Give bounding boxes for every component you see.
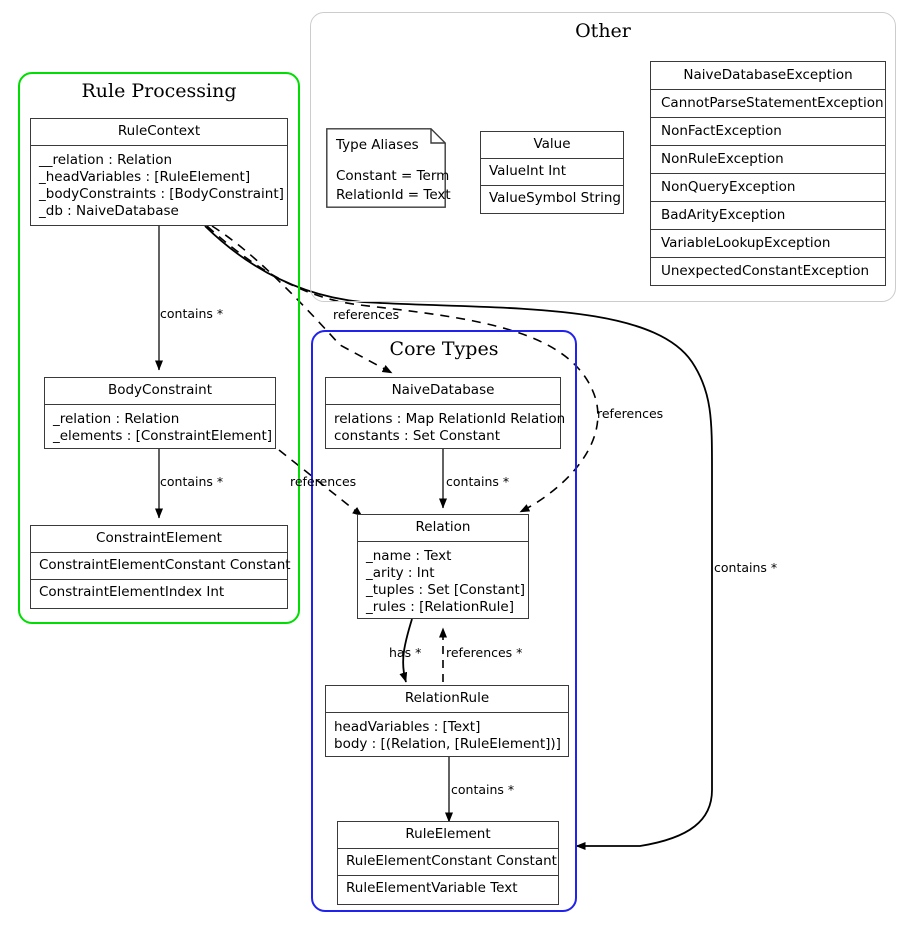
edge-label-relationrule-references-relation: references * <box>446 645 523 660</box>
class-bodyconstraint-attributes: _relation : Relation _elements : [Constr… <box>53 411 272 444</box>
package-core-types <box>311 330 577 912</box>
exception-list[interactable]: NaiveDatabaseException CannotParseStatem… <box>650 61 886 286</box>
class-ruleelement-variant-0: RuleElementConstant Constant <box>346 853 557 869</box>
class-value[interactable]: Value ValueInt Int ValueSymbol String <box>480 131 624 214</box>
class-relationrule[interactable]: RelationRule headVariables : [Text] body… <box>325 685 569 757</box>
class-bodyconstraint-name: BodyConstraint <box>45 378 275 405</box>
exception-item: VariableLookupException <box>651 230 885 258</box>
class-constraintelement[interactable]: ConstraintElement ConstraintElementConst… <box>30 525 291 609</box>
note-shape <box>326 128 446 208</box>
class-relation-name: Relation <box>358 515 528 542</box>
package-rule-processing <box>18 72 300 624</box>
exception-item: CannotParseStatementException <box>651 90 885 118</box>
package-core-types-title: Core Types <box>389 338 499 360</box>
class-ruleelement[interactable]: RuleElement RuleElementConstant Constant… <box>337 821 559 905</box>
class-naivedatabase[interactable]: NaiveDatabase relations : Map RelationId… <box>325 377 566 449</box>
package-other-title: Other <box>575 20 631 42</box>
class-constraintelement-name: ConstraintElement <box>31 526 287 553</box>
exception-item: NonFactException <box>651 118 885 146</box>
exception-item: NonRuleException <box>651 146 885 174</box>
class-ruleelement-name: RuleElement <box>338 822 558 849</box>
exception-item: NonQueryException <box>651 174 885 202</box>
exception-item: UnexpectedConstantException <box>661 263 870 279</box>
edge-label-rulecontext-contains-bodyconstraint: contains * <box>160 306 224 321</box>
edge-label-rulecontext-contains-ruleelement: contains * <box>714 560 778 575</box>
exception-item: BadArityException <box>651 202 885 230</box>
edge-label-relationrule-contains-ruleelement: contains * <box>451 782 515 797</box>
class-rulecontext[interactable]: RuleContext __relation : Relation _headV… <box>30 118 288 226</box>
package-other <box>310 12 896 302</box>
note-type-aliases-body: Type Aliases Constant = Term RelationId … <box>336 137 451 203</box>
class-naivedatabase-name: NaiveDatabase <box>326 378 560 405</box>
class-naivedatabase-attributes: relations : Map RelationId Relation cons… <box>334 411 566 444</box>
class-bodyconstraint[interactable]: BodyConstraint _relation : Relation _ele… <box>44 377 276 449</box>
class-relationrule-attributes: headVariables : [Text] body : [(Relation… <box>334 719 561 752</box>
class-relation-attributes: _name : Text _arity : Int _tuples : Set … <box>366 548 526 615</box>
class-value-variant-0: ValueInt Int <box>489 163 567 179</box>
edge-label-bodyconstraint-references-relation: references <box>290 474 357 489</box>
class-value-variant-1: ValueSymbol String <box>481 185 623 212</box>
note-title: Type Aliases <box>336 137 419 153</box>
class-rulecontext-attributes: __relation : Relation _headVariables : [… <box>39 152 284 219</box>
class-rulecontext-name: RuleContext <box>31 119 287 146</box>
edge-label-rulecontext-references-relation: references <box>597 406 664 421</box>
class-constraintelement-variant-1: ConstraintElementIndex Int <box>31 579 287 606</box>
edge-bodyconstraint-references-relation <box>278 449 363 517</box>
edge-relation-has-relationrule <box>399 618 413 683</box>
edge-label-rulecontext-references-naivedatabase: references <box>333 307 400 322</box>
class-relationrule-name: RelationRule <box>326 686 568 713</box>
edge-label-bodyconstraint-contains-constraintelement: contains * <box>160 474 224 489</box>
class-relation[interactable]: Relation _name : Text _arity : Int _tupl… <box>357 514 529 619</box>
class-ruleelement-variant-1: RuleElementVariable Text <box>338 875 558 902</box>
edge-label-naivedatabase-contains-relation: contains * <box>446 474 510 489</box>
note-type-aliases: Type Aliases Constant = Term RelationId … <box>326 128 451 208</box>
class-constraintelement-variant-0: ConstraintElementConstant Constant <box>39 557 291 573</box>
edge-rulecontext-references-relation <box>206 225 599 513</box>
edge-label-relation-has-relationrule: has * <box>389 645 422 660</box>
package-rule-processing-title: Rule Processing <box>81 80 237 102</box>
exception-item: NaiveDatabaseException <box>651 62 885 90</box>
class-value-name: Value <box>481 132 623 159</box>
